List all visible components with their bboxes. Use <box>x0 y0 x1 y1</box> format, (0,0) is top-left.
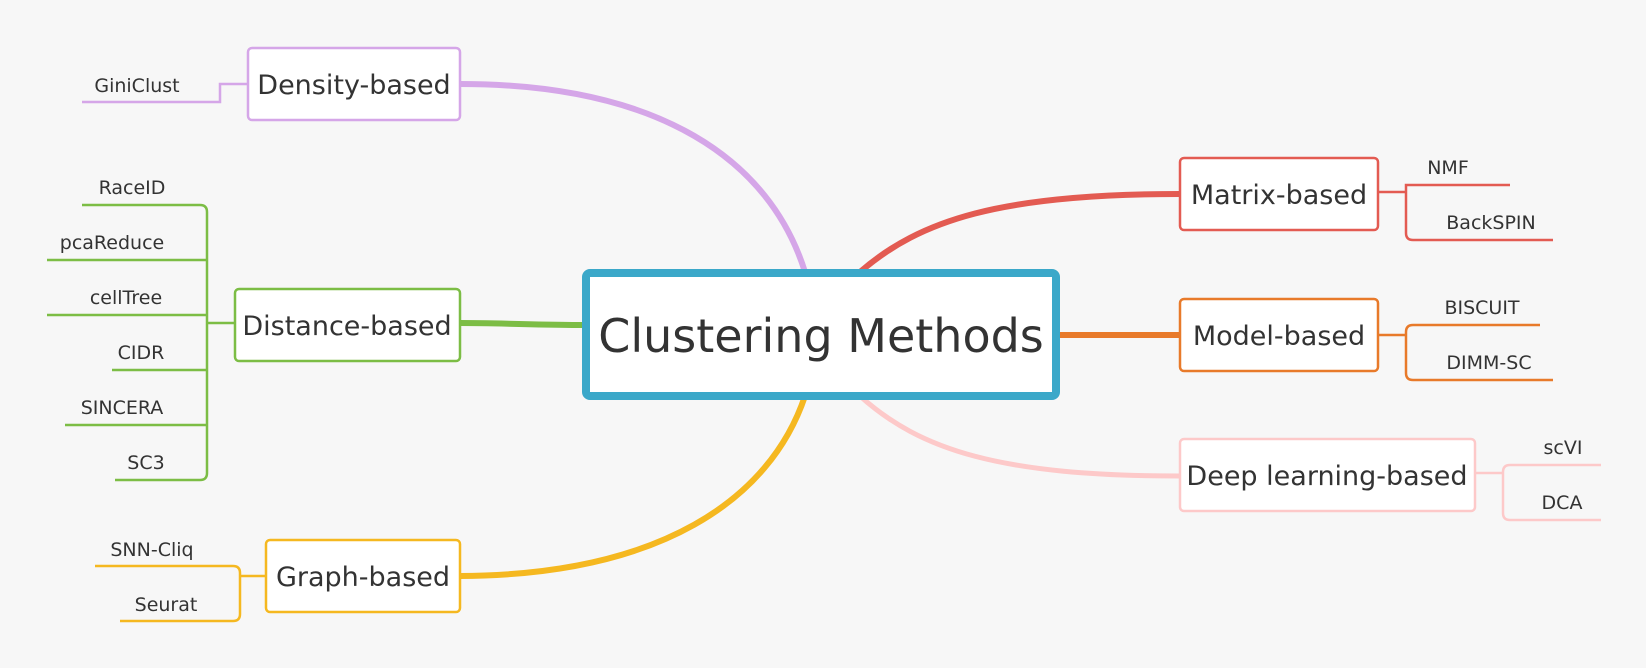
branch-matrix[interactable]: Matrix-based <box>1178 156 1380 232</box>
branch-density-label: Density-based <box>257 70 450 101</box>
leaf-dimm-sc[interactable]: DIMM-SC <box>1446 352 1531 374</box>
branch-model[interactable]: Model-based <box>1178 297 1380 373</box>
leaf-cidr[interactable]: CIDR <box>118 342 165 364</box>
leaf-group-density: GiniClust <box>82 75 248 104</box>
branch-distance[interactable]: Distance-based <box>233 287 462 363</box>
connector-graph <box>459 395 808 579</box>
leaf-scvi[interactable]: scVI <box>1544 437 1583 459</box>
leaf-bracket <box>82 82 248 104</box>
connector-density <box>459 81 808 273</box>
leaf-bracket <box>1475 463 1601 522</box>
leaf-group-distance: RaceID pcaReduce cellTree CIDR SINCERA S… <box>47 177 235 482</box>
leaf-seurat[interactable]: Seurat <box>135 594 198 616</box>
leaf-bracket <box>95 564 266 623</box>
leaf-nmf[interactable]: NMF <box>1427 157 1469 179</box>
connector-deep <box>858 394 1181 479</box>
leaf-sincera[interactable]: SINCERA <box>81 397 164 419</box>
leaf-biscuit[interactable]: BISCUIT <box>1444 297 1519 319</box>
leaf-bracket <box>1378 183 1553 242</box>
branch-graph[interactable]: Graph-based <box>264 538 462 614</box>
branch-deep-label: Deep learning-based <box>1186 461 1467 492</box>
leaf-group-model: BISCUIT DIMM-SC <box>1378 297 1553 382</box>
branch-distance-label: Distance-based <box>242 311 451 342</box>
leaf-celltree[interactable]: cellTree <box>90 287 162 309</box>
leaf-pcareduce[interactable]: pcaReduce <box>60 232 164 254</box>
connector-distance <box>459 320 586 328</box>
leaf-group-graph: SNN-Cliq Seurat <box>95 539 266 623</box>
leaf-sc3[interactable]: SC3 <box>127 452 164 474</box>
branch-model-label: Model-based <box>1193 321 1365 352</box>
leaf-dca[interactable]: DCA <box>1542 492 1583 514</box>
leaf-giniclust[interactable]: GiniClust <box>94 75 179 97</box>
branch-deep[interactable]: Deep learning-based <box>1178 437 1477 513</box>
branch-density[interactable]: Density-based <box>246 46 462 122</box>
center-title: Clustering Methods <box>598 309 1044 363</box>
leaf-bracket <box>47 203 235 482</box>
branch-matrix-label: Matrix-based <box>1191 180 1367 211</box>
leaf-group-matrix: NMF BackSPIN <box>1378 157 1553 242</box>
leaf-group-deep: scVI DCA <box>1475 437 1601 522</box>
branch-graph-label: Graph-based <box>276 562 450 593</box>
leaf-raceid[interactable]: RaceID <box>99 177 166 199</box>
leaf-bracket <box>1378 323 1553 382</box>
leaf-backspin[interactable]: BackSPIN <box>1446 212 1535 234</box>
leaf-snn-cliq[interactable]: SNN-Cliq <box>110 539 193 561</box>
center-node[interactable]: Clustering Methods <box>582 269 1060 400</box>
connector-matrix <box>858 191 1181 275</box>
